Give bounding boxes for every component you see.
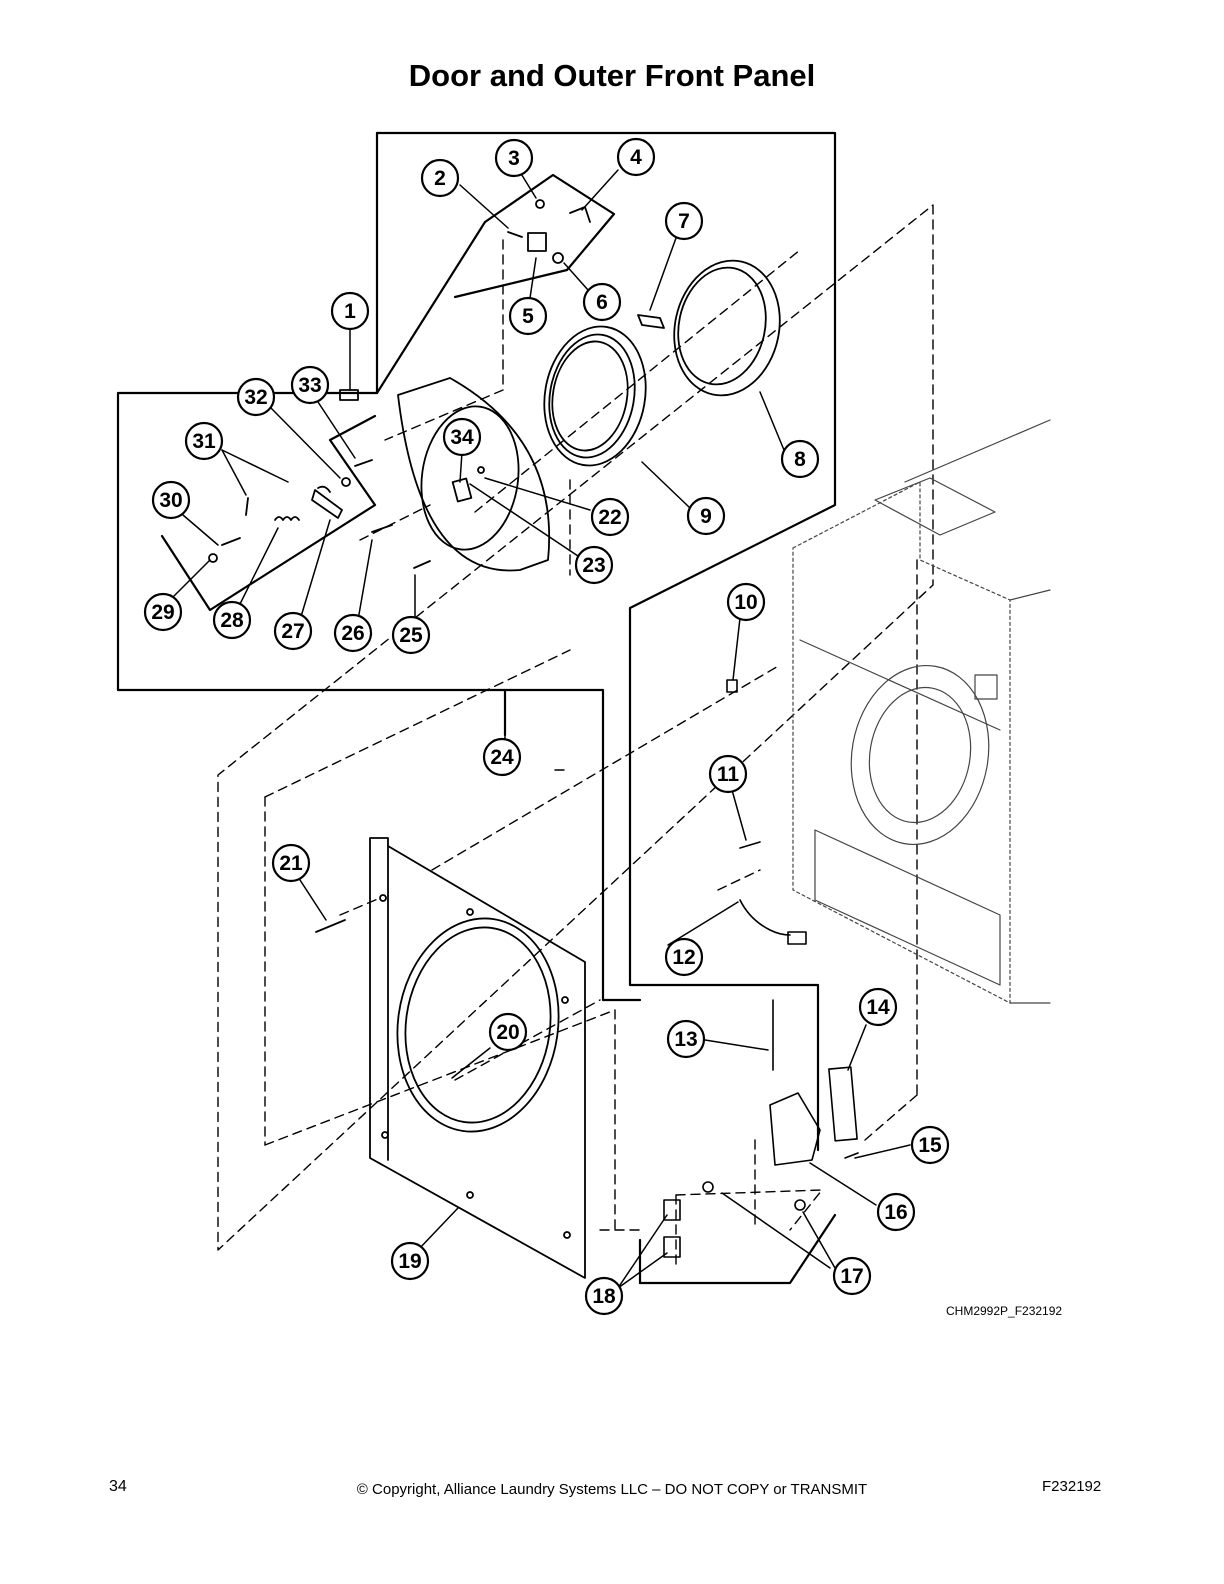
svg-text:5: 5	[522, 305, 534, 328]
svg-text:8: 8	[794, 448, 806, 471]
front-panel	[315, 837, 586, 1279]
svg-text:11: 11	[717, 763, 740, 786]
svg-text:34: 34	[450, 426, 474, 449]
svg-text:16: 16	[884, 1201, 907, 1224]
machine-cabinet	[792, 419, 1051, 1004]
callout-5: 5	[508, 296, 548, 336]
callout-20: 20	[488, 1012, 528, 1052]
svg-text:25: 25	[399, 624, 423, 647]
group-outlines	[116, 131, 837, 1285]
callout-18: 18	[584, 1276, 624, 1316]
svg-text:27: 27	[281, 620, 304, 643]
page-title: Door and Outer Front Panel	[408, 58, 816, 93]
svg-text:4: 4	[630, 146, 642, 169]
svg-text:6: 6	[596, 291, 608, 314]
svg-text:30: 30	[159, 489, 182, 512]
callout-25: 25	[391, 615, 431, 655]
copyright-notice: © Copyright, Alliance Laundry Systems LL…	[356, 1481, 868, 1498]
page-number: 34	[109, 1478, 127, 1495]
callout-19: 19	[390, 1241, 430, 1281]
dashed-guides	[217, 204, 934, 1271]
callout-31: 31	[184, 421, 224, 461]
callout-14: 14	[858, 987, 898, 1027]
callout-6: 6	[582, 282, 622, 322]
svg-text:24: 24	[490, 746, 514, 769]
callout-32: 32	[236, 377, 276, 417]
callout-16: 16	[876, 1192, 916, 1232]
svg-text:22: 22	[598, 506, 621, 529]
callout-23: 23	[574, 545, 614, 585]
svg-text:19: 19	[398, 1250, 421, 1273]
svg-text:26: 26	[341, 622, 364, 645]
svg-text:18: 18	[592, 1285, 616, 1308]
svg-text:14: 14	[866, 996, 890, 1019]
callout-21: 21	[271, 843, 311, 883]
drawing-id: CHM2992P_F232192	[946, 1304, 1063, 1318]
callout-1: 1	[330, 291, 370, 331]
leader-lines	[171, 169, 911, 1289]
callout-4: 4	[616, 137, 656, 177]
callout-10: 10	[726, 582, 766, 622]
svg-text:12: 12	[672, 946, 695, 969]
svg-text:1: 1	[344, 300, 356, 323]
svg-text:33: 33	[298, 374, 321, 397]
svg-text:21: 21	[279, 852, 303, 875]
document-code: F232192	[1042, 1478, 1102, 1495]
svg-text:29: 29	[151, 601, 174, 624]
svg-text:9: 9	[700, 505, 712, 528]
door-parts	[208, 199, 781, 572]
svg-text:7: 7	[678, 210, 690, 233]
callout-28: 28	[212, 600, 252, 640]
callout-11: 11	[708, 754, 748, 794]
svg-text:13: 13	[674, 1028, 697, 1051]
callout-30: 30	[151, 480, 191, 520]
svg-text:3: 3	[508, 147, 520, 170]
svg-text:23: 23	[582, 554, 605, 577]
callouts: 1 2 3 4 5 6 7 8 9 10 11 12 13 14 15 16 1…	[143, 137, 950, 1316]
svg-text:28: 28	[220, 609, 244, 632]
svg-text:10: 10	[734, 591, 757, 614]
svg-text:31: 31	[192, 430, 216, 453]
callout-29: 29	[143, 592, 183, 632]
callout-8: 8	[780, 439, 820, 479]
callout-27: 27	[273, 611, 313, 651]
callout-7: 7	[664, 201, 704, 241]
callout-12: 12	[664, 937, 704, 977]
svg-text:17: 17	[840, 1265, 863, 1288]
svg-text:20: 20	[496, 1021, 519, 1044]
callout-24: 24	[482, 737, 522, 777]
callout-34: 34	[442, 417, 482, 457]
svg-text:2: 2	[434, 167, 446, 190]
callout-17: 17	[832, 1256, 872, 1296]
callout-13: 13	[666, 1019, 706, 1059]
callout-9: 9	[686, 496, 726, 536]
svg-text:15: 15	[918, 1134, 942, 1157]
callout-26: 26	[333, 613, 373, 653]
callout-33: 33	[290, 365, 330, 405]
callout-2: 2	[420, 158, 460, 198]
hinge-parts	[663, 679, 859, 1258]
callout-15: 15	[910, 1125, 950, 1165]
callout-3: 3	[494, 138, 534, 178]
svg-text:32: 32	[244, 386, 267, 409]
callout-22: 22	[590, 497, 630, 537]
